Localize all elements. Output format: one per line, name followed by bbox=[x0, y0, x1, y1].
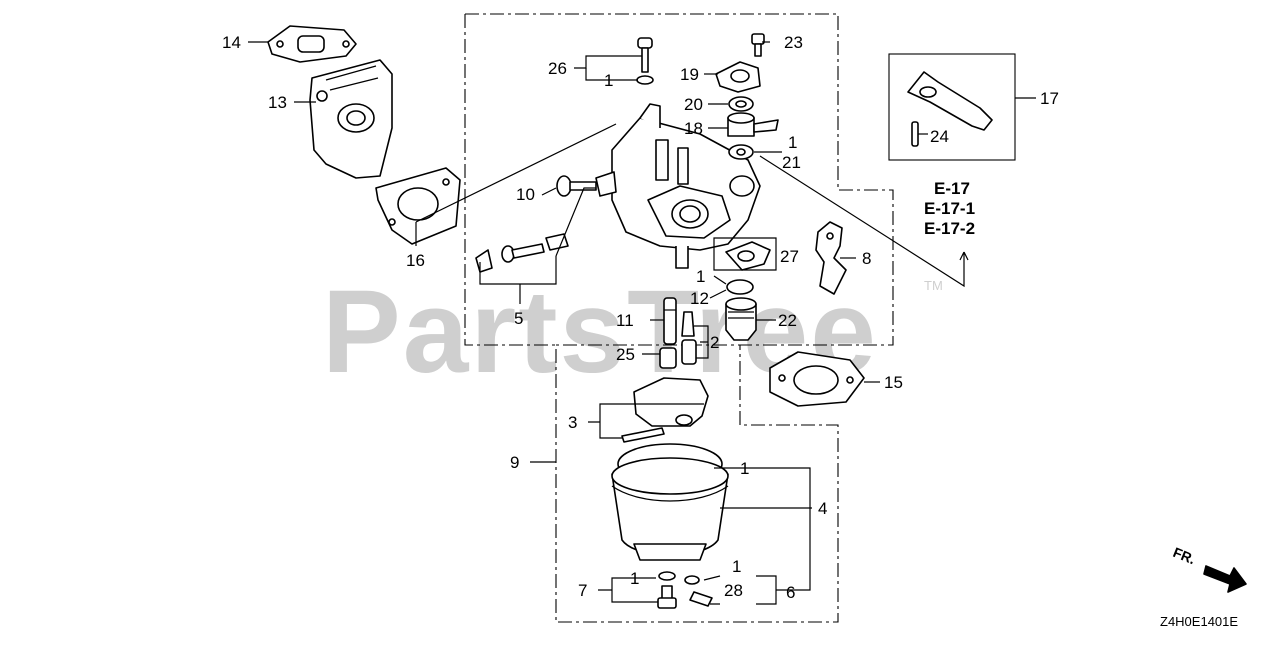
callout-8: 8 bbox=[862, 249, 871, 268]
part-13-insulator[interactable] bbox=[309, 59, 393, 179]
callout-18: 18 bbox=[684, 119, 703, 138]
part-24-pin[interactable] bbox=[911, 121, 919, 147]
callout-11: 11 bbox=[616, 311, 634, 330]
part-6-drain-screw[interactable] bbox=[684, 575, 713, 607]
leader-lines bbox=[248, 41, 1036, 605]
part-25-jet[interactable] bbox=[659, 347, 677, 369]
callout-21: 21 bbox=[782, 153, 801, 172]
callout-28: 28 bbox=[724, 581, 743, 600]
callout-1-drain-washer: 1 bbox=[732, 557, 741, 576]
carburetor-body[interactable] bbox=[595, 103, 761, 269]
part-19-cap[interactable] bbox=[715, 61, 761, 93]
part-22-plug[interactable] bbox=[725, 297, 757, 341]
part-17-choke-lever[interactable] bbox=[907, 71, 993, 131]
callout-1-chamber-gasket: 1 bbox=[740, 459, 749, 478]
callout-1-bolt-washer: 1 bbox=[630, 569, 639, 588]
callout-3: 3 bbox=[568, 413, 577, 432]
part-26-screw[interactable] bbox=[636, 37, 654, 85]
choke-lever-box bbox=[888, 53, 1016, 161]
callout-15: 15 bbox=[884, 373, 903, 392]
callout-4: 4 bbox=[818, 499, 827, 518]
part-18-collar[interactable] bbox=[727, 112, 779, 137]
front-arrow-icon bbox=[1203, 565, 1247, 593]
callout-5: 5 bbox=[514, 309, 523, 328]
callout-24: 24 bbox=[930, 127, 949, 146]
part-20-washer[interactable] bbox=[728, 96, 754, 112]
part-23-screw[interactable] bbox=[751, 33, 765, 57]
callout-9: 9 bbox=[510, 453, 519, 472]
part-14-gasket[interactable] bbox=[267, 25, 357, 63]
callout-27: 27 bbox=[780, 247, 799, 266]
part-15-gasket[interactable] bbox=[769, 351, 865, 407]
diagram-code: Z4H0E1401E bbox=[1160, 614, 1238, 629]
part-8-valve[interactable] bbox=[815, 221, 847, 295]
callout-1-seal: 1 bbox=[788, 133, 797, 152]
callout-14: 14 bbox=[222, 33, 241, 52]
callout-26: 26 bbox=[548, 59, 567, 78]
reference-code-1[interactable]: E-17 bbox=[934, 179, 970, 198]
reference-code-2[interactable]: E-17-1 bbox=[924, 199, 975, 218]
part-11-main-nozzle[interactable] bbox=[663, 297, 677, 345]
callout-7: 7 bbox=[578, 581, 587, 600]
part-12-o-ring[interactable] bbox=[726, 279, 754, 295]
part-21-seal[interactable] bbox=[728, 144, 754, 160]
callout-1-washer: 1 bbox=[604, 71, 613, 90]
callout-16: 16 bbox=[406, 251, 425, 270]
part-7-bolt[interactable] bbox=[657, 571, 677, 609]
part-3-float[interactable] bbox=[621, 377, 709, 443]
callout-22: 22 bbox=[778, 311, 797, 330]
callout-19: 19 bbox=[680, 65, 699, 84]
watermark-trademark: TM bbox=[924, 278, 943, 293]
part-4-float-chamber[interactable] bbox=[611, 443, 729, 561]
callout-6: 6 bbox=[786, 583, 795, 602]
part-16-gasket[interactable] bbox=[375, 167, 461, 245]
callout-12: 12 bbox=[690, 289, 709, 308]
callout-20: 20 bbox=[684, 95, 703, 114]
callout-10: 10 bbox=[516, 185, 535, 204]
callout-1-oring: 1 bbox=[696, 267, 705, 286]
callout-23: 23 bbox=[784, 33, 803, 52]
part-10-screw[interactable] bbox=[556, 175, 597, 197]
carburetor-assembly-boundary bbox=[464, 13, 894, 623]
front-indicator: FR. bbox=[1171, 544, 1198, 567]
part-27-gasket[interactable] bbox=[725, 241, 771, 271]
callout-17: 17 bbox=[1040, 89, 1059, 108]
callout-25: 25 bbox=[616, 345, 635, 364]
reference-code-3[interactable]: E-17-2 bbox=[924, 219, 975, 238]
callout-2: 2 bbox=[710, 333, 719, 352]
callout-13: 13 bbox=[268, 93, 287, 112]
part-2-float-valve[interactable] bbox=[681, 311, 697, 365]
